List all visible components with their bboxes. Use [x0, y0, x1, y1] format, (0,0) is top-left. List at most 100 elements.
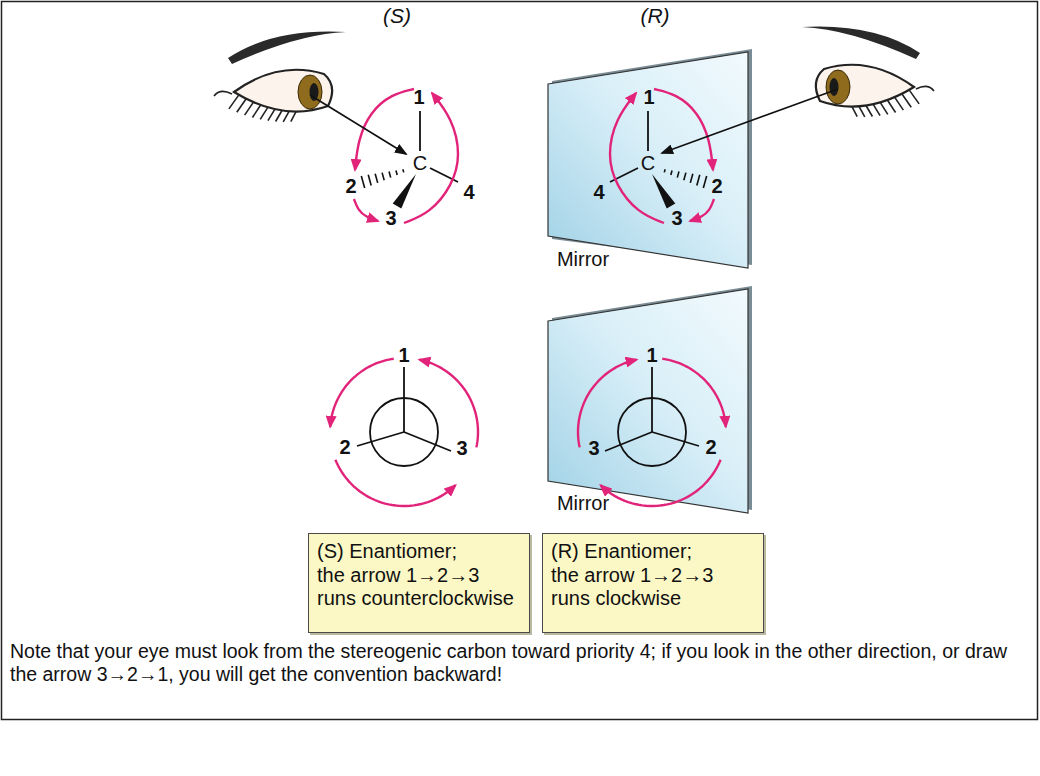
- solid-wedge: [393, 174, 416, 209]
- box-text: the arrow 1→2→3 runs clockwise: [551, 564, 755, 611]
- bond: [419, 111, 421, 151]
- rotation-arrow: [330, 359, 394, 427]
- eyelash: [880, 102, 888, 114]
- bond: [605, 432, 652, 451]
- rotation-arrow: [662, 359, 726, 427]
- rotation-arrow: [419, 360, 478, 448]
- priority-number: 3: [588, 437, 599, 459]
- hashed-wedge: [677, 172, 679, 178]
- stereocenter-drawing: [354, 89, 458, 223]
- eyelash: [866, 106, 872, 117]
- priority-number: 3: [385, 207, 396, 229]
- priority-number: 2: [339, 436, 350, 458]
- atom-label: C: [413, 152, 427, 174]
- rotation-arrow: [354, 199, 378, 221]
- eye-icon: [802, 27, 934, 117]
- eyelash: [909, 90, 919, 104]
- priority-number: 1: [646, 344, 657, 366]
- bond: [647, 111, 649, 151]
- mirror-label: Mirror: [557, 492, 609, 514]
- eyelid: [234, 70, 332, 112]
- caption-box: (S) Enantiomer;the arrow 1→2→3 runs coun…: [308, 533, 530, 633]
- eyelash: [229, 95, 239, 109]
- rotation-arrow: [335, 460, 455, 506]
- configuration-label: (R): [640, 4, 669, 27]
- iris: [298, 75, 322, 109]
- eyebrow: [228, 32, 346, 64]
- priority-number: 1: [398, 344, 409, 366]
- rotation-arrow: [690, 199, 714, 221]
- atom-label: C: [641, 152, 655, 174]
- eyelid: [816, 65, 914, 107]
- rotation-arrow: [578, 360, 637, 448]
- iris: [826, 70, 850, 104]
- eyelash: [276, 111, 282, 122]
- rotation-arrow: [355, 89, 414, 170]
- priority-number: 3: [456, 437, 467, 459]
- eyelash: [291, 112, 296, 122]
- eyelash: [859, 106, 865, 117]
- rotation-arrow: [404, 93, 458, 223]
- eyelash: [895, 97, 904, 110]
- note-text: Note that your eye must look from the st…: [10, 640, 1032, 687]
- hashed-wedge: [375, 174, 378, 183]
- rotation-arrow: [654, 89, 713, 170]
- bond: [651, 367, 653, 432]
- priority-number: 2: [345, 175, 356, 197]
- rotation-arrow: [610, 93, 664, 223]
- eyelash: [268, 109, 275, 121]
- configuration-label: (S): [383, 4, 411, 27]
- mirror-label: Mirror: [557, 248, 609, 270]
- priority-number: 4: [593, 181, 604, 203]
- eyelash: [283, 111, 289, 122]
- hashed-wedge: [690, 174, 693, 183]
- bond: [357, 432, 404, 446]
- hashed-wedge: [703, 176, 706, 188]
- priority-number: 2: [711, 175, 722, 197]
- sight-arrow: [310, 95, 406, 154]
- hashed-wedge: [671, 170, 672, 175]
- caption-box: (R) Enantiomer;the arrow 1→2→3 runs cloc…: [542, 533, 764, 633]
- hashed-wedge: [382, 173, 384, 181]
- hashed-wedge: [697, 175, 700, 186]
- hashed-wedge: [663, 169, 665, 172]
- priority-number: 2: [705, 436, 716, 458]
- eyelash: [245, 102, 254, 115]
- eyelash: [237, 99, 246, 113]
- hashed-wedge: [684, 173, 686, 181]
- bond: [403, 367, 405, 432]
- eyelash: [902, 94, 911, 108]
- eyelash: [252, 105, 260, 118]
- bond: [652, 432, 699, 446]
- box-text: the arrow 1→2→3 runs counterclockwise: [317, 564, 521, 611]
- bond: [404, 432, 451, 451]
- box-heading: (R) Enantiomer;: [551, 540, 755, 564]
- box-heading: (S) Enantiomer;: [317, 540, 521, 564]
- priority-number: 1: [413, 86, 424, 108]
- mirror-panel: [548, 52, 748, 268]
- hashed-wedge: [368, 175, 371, 186]
- mirror-panel: [548, 289, 748, 513]
- eyelash: [887, 100, 895, 113]
- priority-number: 4: [463, 181, 474, 203]
- pupil: [830, 78, 839, 96]
- priority-number: 1: [643, 86, 654, 108]
- eyelash: [916, 86, 934, 91]
- eyelash: [852, 107, 857, 117]
- stereocenter-drawing: [610, 89, 714, 223]
- newman-view: [330, 359, 478, 506]
- eyelash: [873, 104, 880, 116]
- hashed-wedge: [389, 172, 391, 178]
- hashed-wedge: [402, 169, 404, 172]
- newman-view: [578, 359, 726, 506]
- priority-number: 3: [671, 207, 682, 229]
- rotation-arrow: [601, 460, 721, 506]
- hashed-wedge: [396, 170, 397, 175]
- hashed-wedge: [361, 176, 364, 188]
- eyelash: [214, 91, 232, 96]
- eyelash: [260, 107, 268, 119]
- eye-icon: [214, 32, 346, 122]
- sight-arrow: [662, 89, 838, 153]
- eyebrow: [802, 27, 920, 59]
